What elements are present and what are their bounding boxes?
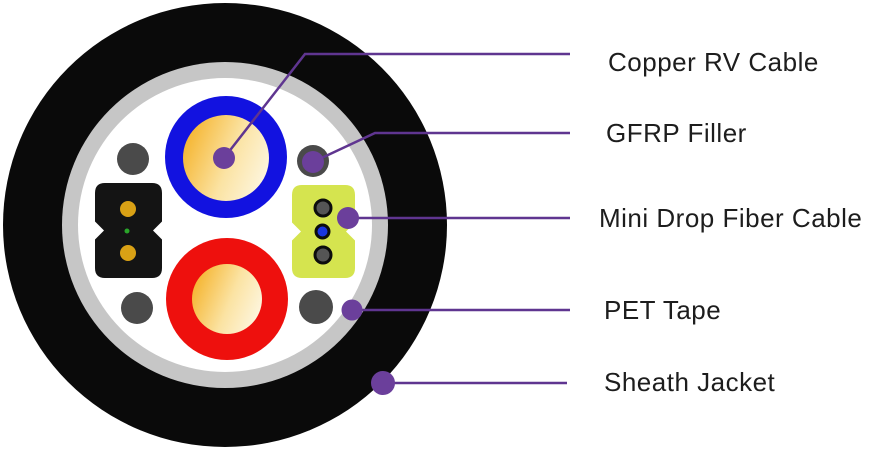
drop-cable-green-strength-top — [313, 198, 333, 218]
gfrp-filler-bottom-right — [299, 290, 333, 324]
drop-cable-black-fiber-dot — [124, 228, 130, 234]
drop-cable-black-conductor-bottom — [120, 245, 136, 261]
leader-dot-copper-rv-cable — [213, 147, 235, 169]
leader-line-gfrp-filler — [312, 131, 570, 164]
drop-cable-black-conductor-top — [120, 201, 136, 217]
leader-line-copper-rv-cable — [223, 52, 570, 159]
leader-dot-sheath-jacket — [371, 371, 395, 395]
drop-cable-green-strength-bottom — [313, 245, 333, 265]
cable-core — [78, 78, 372, 372]
leader-dot-gfrp-filler — [302, 151, 324, 173]
label-copper-rv-cable: Copper RV Cable — [608, 47, 819, 77]
copper-conductor-red — [192, 264, 262, 334]
label-sheath-jacket: Sheath Jacket — [604, 367, 776, 397]
gfrp-filler-top-left — [117, 143, 149, 175]
drop-cable-green-fiber-center — [314, 223, 331, 240]
gfrp-filler-bottom-left — [121, 292, 153, 324]
label-gfrp-filler: GFRP Filler — [606, 118, 747, 148]
label-pet-tape: PET Tape — [604, 295, 722, 325]
leader-dot-mini-drop-fiber-cable — [337, 207, 359, 229]
leader-dot-pet-tape — [341, 299, 363, 321]
label-mini-drop-fiber-cable: Mini Drop Fiber Cable — [599, 203, 863, 233]
